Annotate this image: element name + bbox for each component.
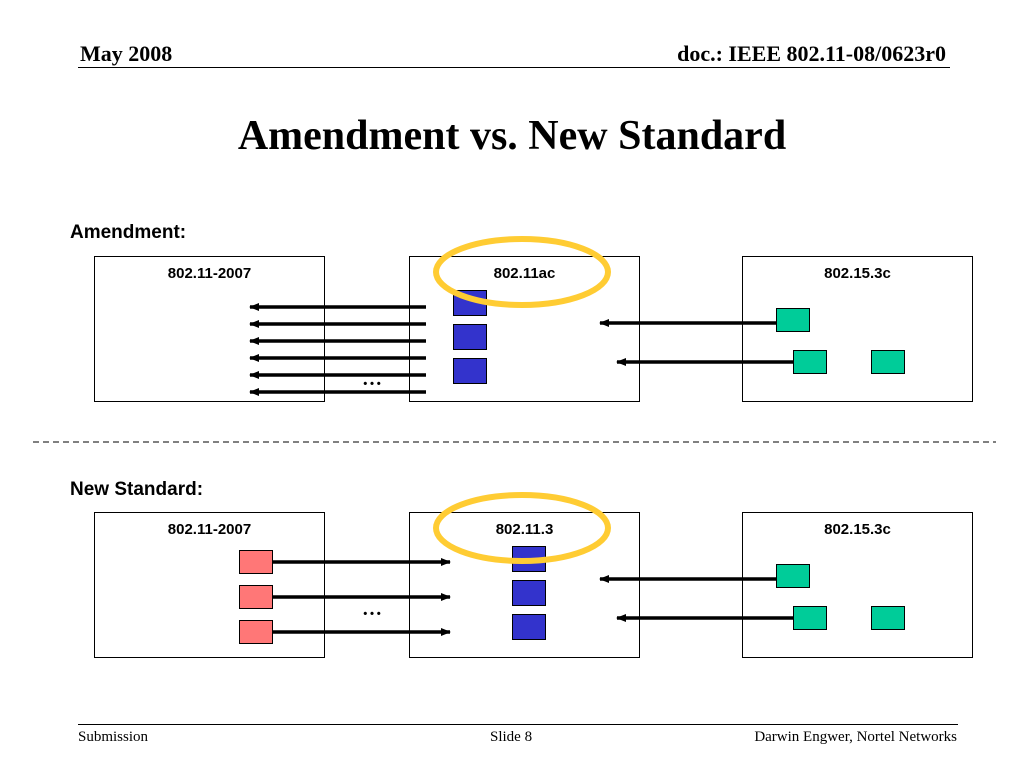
new-standard-pink-block — [239, 620, 273, 644]
new-standard-highlight-ellipse — [433, 492, 611, 564]
header-rule — [78, 67, 950, 68]
footer-author: Darwin Engwer, Nortel Networks — [754, 729, 957, 745]
footer-rule — [78, 724, 958, 725]
amendment-box-base-label: 802.11-2007 — [167, 265, 252, 282]
header-date: May 2008 — [80, 41, 173, 66]
new-standard-green-block — [793, 606, 827, 630]
amendment-green-block — [776, 308, 810, 332]
amendment-green-block — [793, 350, 827, 374]
amendment-box-base: 802.11-2007 — [94, 256, 325, 402]
new-standard-ellipsis: … — [362, 598, 382, 620]
new-standard-pink-block — [239, 550, 273, 574]
amendment-box-center: 802.11ac — [409, 256, 640, 402]
amendment-green-block — [871, 350, 905, 374]
new-standard-box-right-label: 802.15.3c — [824, 521, 891, 538]
new-standard-label: New Standard: — [70, 479, 204, 500]
new-standard-pink-block — [239, 585, 273, 609]
new-standard-box-base-label: 802.11-2007 — [167, 521, 252, 538]
new-standard-blue-block — [512, 614, 546, 640]
amendment-box-center-label: 802.11ac — [493, 265, 556, 282]
slide-title: Amendment vs. New Standard — [237, 113, 787, 159]
amendment-blue-block — [453, 324, 487, 350]
footer-slide-number: Slide 8 — [490, 729, 533, 745]
amendment-highlight-ellipse — [433, 236, 611, 308]
new-standard-green-block — [776, 564, 810, 588]
amendment-blue-block — [453, 358, 487, 384]
new-standard-blue-block — [512, 580, 546, 606]
new-standard-box-center-label: 802.11.3 — [495, 521, 554, 538]
amendment-box-right-label: 802.15.3c — [824, 265, 891, 282]
footer-submission: Submission — [78, 729, 149, 745]
new-standard-green-block — [871, 606, 905, 630]
header-doc-id: doc.: IEEE 802.11-08/0623r0 — [677, 41, 946, 66]
amendment-label: Amendment: — [70, 222, 187, 243]
